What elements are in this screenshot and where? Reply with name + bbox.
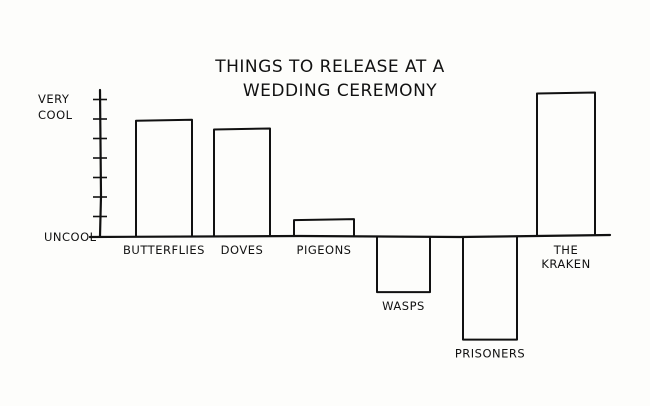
category-label: PIGEONS [297, 243, 352, 257]
bar-butterflies [135, 118, 193, 236]
y-label-very: VERY [38, 92, 70, 106]
category-label: DOVES [221, 243, 264, 257]
chart-title-line-1: THINGS TO RELEASE AT A [214, 57, 445, 77]
bar-wasps [376, 236, 431, 294]
category-label: BUTTERFLIES [123, 243, 205, 257]
category-label: THE [553, 243, 578, 257]
bar-doves [213, 127, 271, 236]
bars [135, 91, 596, 341]
category-labels: BUTTERFLIES DOVES PIGEONS WASPS PRISONERS THE… [123, 243, 590, 361]
chart-title: THINGS TO RELEASE AT A WEDDING CEREMONY [214, 57, 445, 101]
axes [88, 88, 612, 239]
bar-the-kraken [536, 91, 596, 236]
bar-prisoners [462, 236, 518, 341]
chart-title-line-2: WEDDING CEREMONY [243, 81, 437, 101]
y-label-uncool: UNCOOL [44, 230, 97, 244]
bar-pigeons [293, 218, 355, 236]
x-axis [88, 233, 612, 239]
y-label-cool: COOL [38, 108, 73, 122]
category-label: WASPS [382, 299, 425, 313]
y-axis [98, 88, 103, 238]
category-label: KRAKEN [541, 257, 590, 271]
category-label: PRISONERS [455, 347, 525, 361]
